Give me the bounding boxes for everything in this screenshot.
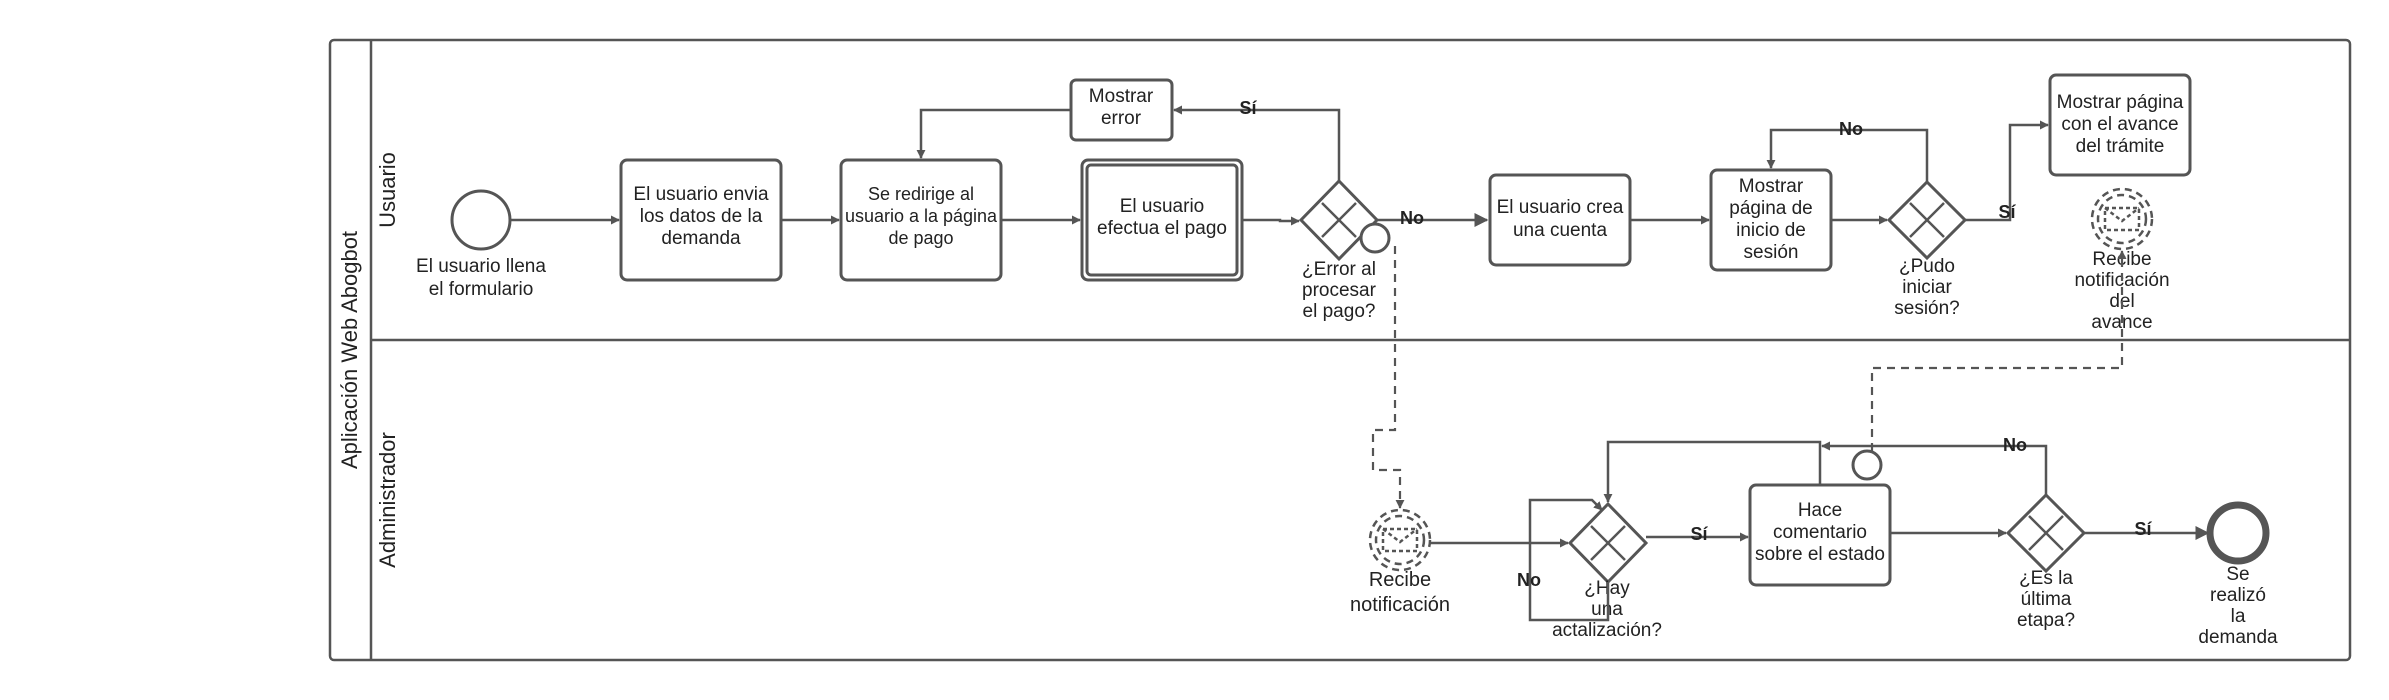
gateway-error-label-1: ¿Error al: [1302, 259, 1376, 280]
gateway-last-label-2: última: [2021, 589, 2072, 610]
gateway-last-stage[interactable]: ¿Es la última etapa?: [2005, 492, 2087, 631]
start-event[interactable]: El usuario llena el formulario: [416, 189, 546, 300]
message-throw-marker: [1851, 449, 1883, 481]
flow-login-gateway-no: [1766, 128, 1929, 182]
task-progress-label-1: Mostrar página: [2057, 92, 2184, 113]
task-login-label-4: sesión: [1744, 242, 1799, 263]
gateway-update-label-3: actalización?: [1552, 620, 1662, 641]
gateway-last-label-3: etapa?: [2017, 610, 2075, 631]
task-progress-label-3: del trámite: [2076, 136, 2165, 157]
gateway-login-label-3: sesión?: [1894, 298, 1960, 319]
event-receive-label-2: notificación: [1350, 594, 1450, 616]
task-comment-label-2: comentario: [1773, 522, 1867, 543]
end-event[interactable]: Se realizó la demanda: [2198, 501, 2278, 648]
task-user-pays[interactable]: El usuario efectua el pago: [1080, 158, 1244, 282]
task-progress-label-2: con el avance: [2061, 114, 2178, 135]
task-send-label-1: El usuario envia: [633, 184, 769, 205]
start-event-label-2: el formulario: [429, 279, 534, 300]
label-si-update: Sí: [1690, 524, 1708, 544]
start-event-label-1: El usuario llena: [416, 256, 546, 277]
task-progress-page[interactable]: Mostrar página con el avance del trámite: [2048, 73, 2192, 177]
task-pay-label-1: El usuario: [1120, 196, 1205, 217]
task-redirect-payment[interactable]: Se redirige al usuario a la página de pa…: [839, 158, 1003, 282]
task-login-label-2: página de: [1729, 198, 1812, 219]
label-no-login: No: [1839, 119, 1863, 139]
end-event-label-1: Se: [2226, 564, 2249, 585]
message-start-marker: [1359, 222, 1391, 254]
end-event-label-3: la: [2231, 606, 2246, 627]
task-make-comment[interactable]: Hace comentario sobre el estado: [1748, 483, 1892, 587]
end-event-label-4: demanda: [2198, 627, 2278, 648]
gateway-payment-error[interactable]: ¿Error al procesar el pago?: [1298, 178, 1380, 322]
lane-title-admin: Administrador: [375, 432, 400, 568]
flow-comment-back-to-gateway: [1603, 440, 1822, 503]
gateway-login-label-2: iniciar: [1902, 277, 1952, 298]
end-event-label-2: realizó: [2210, 585, 2266, 606]
task-show-error[interactable]: Mostrar error: [1069, 78, 1174, 142]
message-flow-payment-to-admin: [1371, 246, 1405, 509]
gateway-error-label-2: procesar: [1302, 280, 1377, 301]
gateway-login[interactable]: ¿Pudo iniciar sesión?: [1886, 179, 1968, 319]
label-no-last: No: [2003, 435, 2027, 455]
task-error-label-1: Mostrar: [1089, 86, 1154, 107]
flow-last-no-loop: [1821, 441, 2048, 495]
task-redirect-label-3: de pago: [888, 228, 953, 248]
label-si-error: Sí: [1239, 98, 1257, 118]
task-comment-label-3: sobre el estado: [1755, 544, 1885, 565]
flow-login-gateway-yes: [1965, 120, 2049, 222]
flow-gateway-yes-to-error: [1173, 105, 1341, 181]
flow-pay-to-gateway: [1242, 216, 1300, 226]
gateway-error-label-3: el pago?: [1303, 301, 1376, 322]
task-redirect-label-2: usuario a la página: [845, 206, 998, 226]
flow-error-to-redirect: [916, 108, 1071, 159]
flow-update-no-loop: [1528, 498, 1610, 622]
event-receive-label-1: Recibe: [1369, 569, 1431, 591]
gateway-login-label-1: ¿Pudo: [1899, 256, 1955, 277]
label-no-update: No: [1517, 570, 1541, 590]
task-send-label-2: los datos de la: [640, 206, 763, 227]
task-login-label-3: inicio de: [1736, 220, 1806, 241]
task-redirect-label-1: Se redirige al: [868, 184, 974, 204]
task-login-page[interactable]: Mostrar página de inicio de sesión: [1709, 168, 1833, 272]
task-pay-label-2: efectua el pago: [1097, 218, 1227, 239]
label-si-login: Sí: [1998, 202, 2016, 222]
task-send-data[interactable]: El usuario envia los datos de la demanda: [619, 158, 783, 282]
task-error-label-2: error: [1101, 108, 1142, 129]
gateway-last-label-1: ¿Es la: [2019, 568, 2073, 589]
task-send-label-3: demanda: [661, 228, 741, 249]
task-comment-label-1: Hace: [1798, 500, 1842, 521]
label-no-error: No: [1400, 208, 1424, 228]
task-create-account-label-2: una cuenta: [1513, 220, 1607, 241]
pool-frame: [328, 38, 2352, 662]
pool-title: Aplicación Web Abogbot: [337, 231, 362, 469]
task-login-label-1: Mostrar: [1739, 176, 1804, 197]
task-create-account-label-1: El usuario crea: [1497, 197, 1624, 218]
task-create-account[interactable]: El usuario crea una cuenta: [1488, 173, 1632, 267]
lane-title-user: Usuario: [375, 152, 400, 228]
event-receive-notification[interactable]: Recibe notificación: [1350, 508, 1450, 616]
label-si-last: Sí: [2134, 519, 2152, 539]
